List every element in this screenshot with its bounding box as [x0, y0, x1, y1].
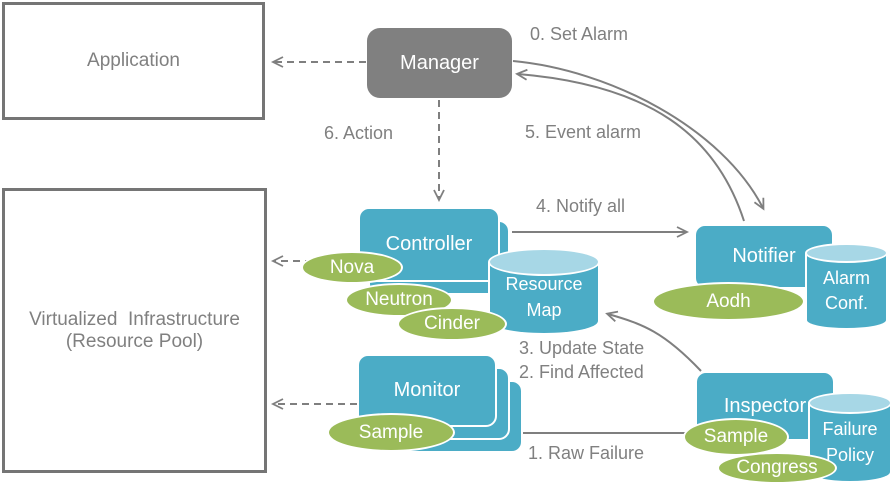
notifier-box: Notifier: [694, 224, 834, 289]
flow-label-raw-failure: 1. Raw Failure: [528, 443, 645, 463]
controller-label: Controller: [385, 233, 473, 255]
resource-map-label-line1: Resource: [505, 274, 583, 295]
neutron-label: Neutron: [365, 289, 433, 310]
neutron-ellipse: Neutron: [345, 283, 453, 317]
aodh-label: Aodh: [706, 290, 751, 312]
arrow-update-state: [605, 310, 702, 372]
application-box: Application: [2, 2, 265, 120]
failure-policy-label-line2: Policy: [825, 444, 874, 465]
cinder-ellipse: Cinder: [397, 307, 507, 341]
nova-label: Nova: [329, 256, 375, 278]
arrow-event-alarm: [514, 68, 745, 222]
aodh-ellipse: Aodh: [652, 282, 805, 321]
monitor-sample-label: Sample: [358, 421, 424, 443]
inspector-sample-label: Sample: [703, 426, 769, 447]
flow-label-find-affected: 2. Find Affected: [519, 362, 644, 382]
alarm-conf-cylinder: Alarm Conf.: [805, 243, 888, 330]
monitor-label: Monitor: [393, 379, 461, 401]
manager-box: Manager: [367, 28, 512, 98]
resource-map-label-line2: Map: [526, 299, 562, 320]
application-label: Application: [87, 50, 180, 71]
alarm-conf-label-line2: Conf.: [824, 293, 869, 313]
virtualized-infrastructure-box: Virtualized Infrastructure (Resource Poo…: [2, 188, 267, 473]
cinder-label: Cinder: [424, 313, 480, 334]
flow-label-set-alarm: 0. Set Alarm: [530, 24, 629, 44]
notifier-label: Notifier: [732, 245, 796, 267]
failure-policy-label-line1: Failure: [822, 419, 878, 440]
flow-label-event-alarm: 5. Event alarm: [525, 122, 642, 142]
alarm-conf-label-line1: Alarm: [822, 267, 870, 288]
manager-label: Manager: [400, 51, 479, 74]
flow-label-action: 6. Action: [324, 123, 394, 143]
flow-label-notify-all: 4. Notify all: [536, 196, 626, 216]
inspector-sample-ellipse: Sample: [683, 418, 789, 456]
monitor-sample-ellipse: Sample: [327, 413, 455, 452]
virtualized-infrastructure-label-line1: Virtualized Infrastructure: [29, 308, 240, 330]
congress-ellipse: Congress: [717, 452, 837, 484]
congress-label: Congress: [736, 457, 818, 478]
flow-label-update-state: 3. Update State: [519, 338, 645, 358]
inspector-label: Inspector: [723, 394, 807, 417]
nova-ellipse: Nova: [301, 251, 403, 284]
virtualized-infrastructure-label-line2: (Resource Pool): [65, 330, 204, 352]
arrow-set-alarm: [512, 60, 765, 211]
